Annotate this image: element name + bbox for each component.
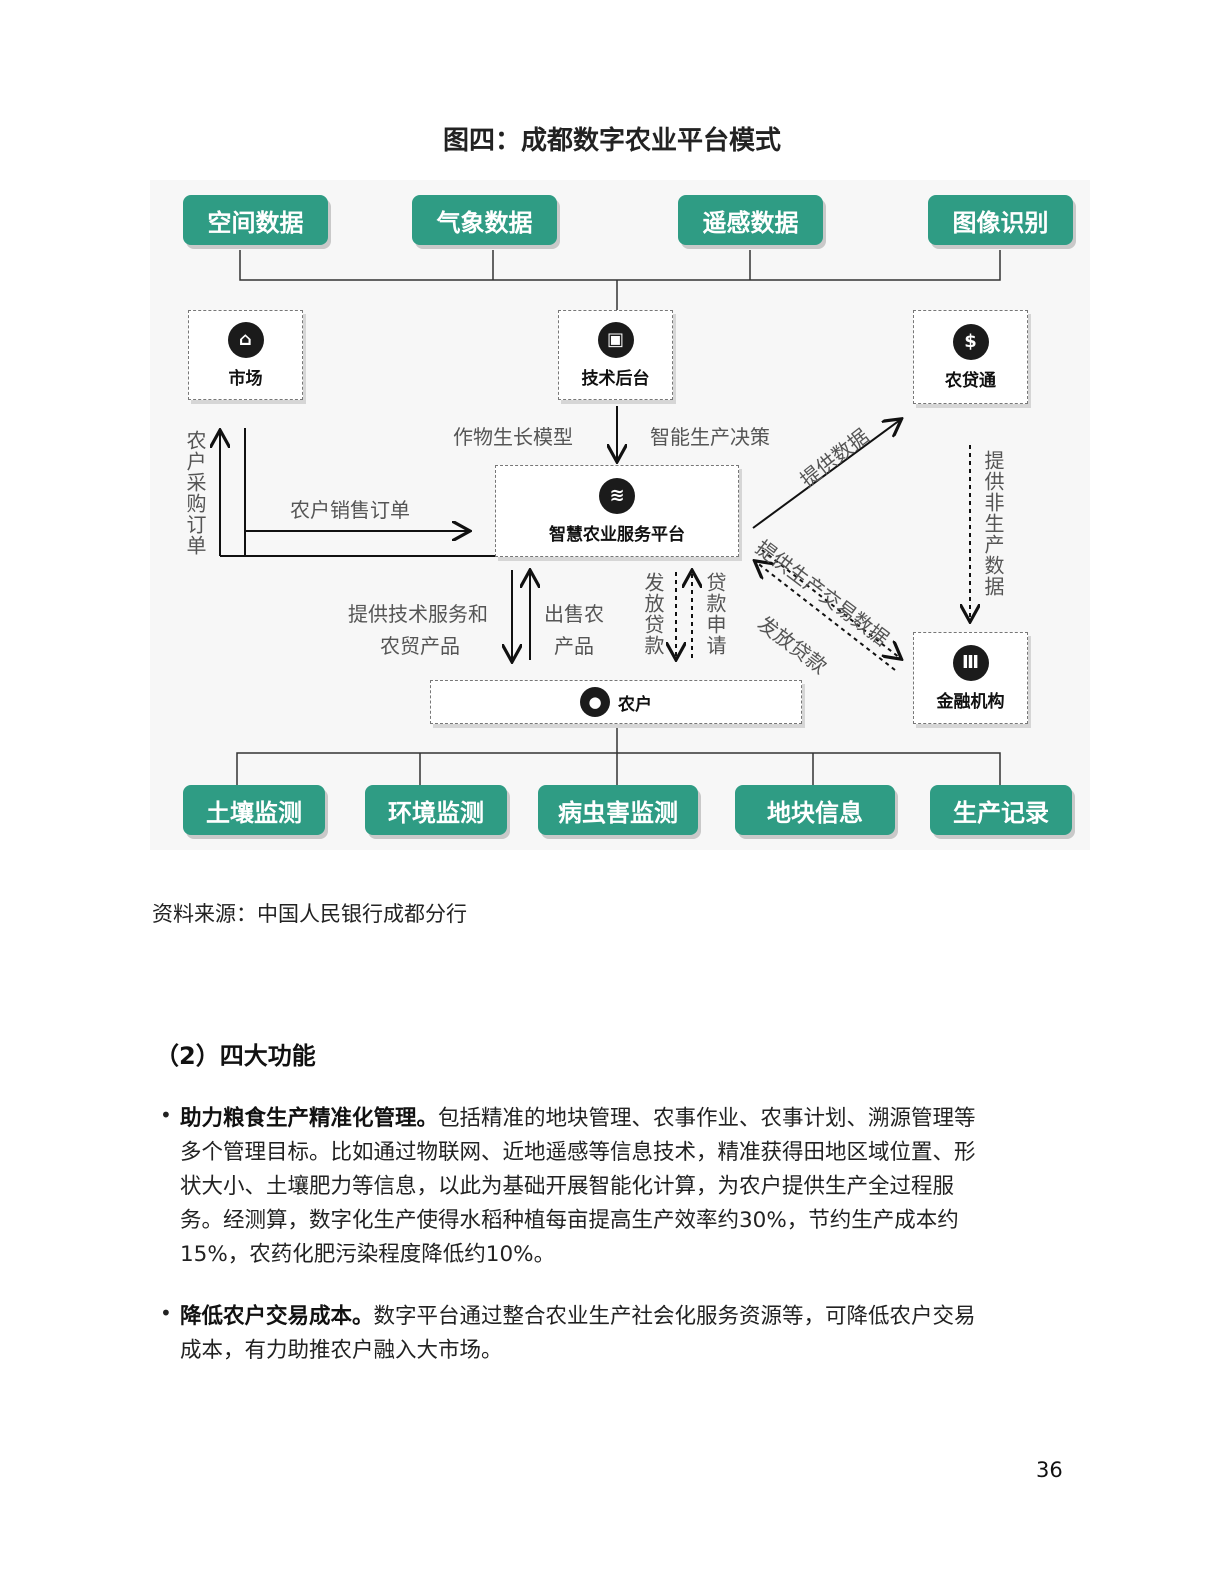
bullet-bold: 降低农户交易成本。 <box>180 1304 374 1329</box>
node-finance: Ⅲ 金融机构 <box>913 632 1028 724</box>
node-loan-pass-label: 农贷通 <box>945 370 996 391</box>
bullet-line: 降低农户交易成本。数字平台通过整合农业生产社会化服务资源等，可降低农户交易 <box>180 1300 1075 1334</box>
label-loan-apply-vertical: 贷款申请 <box>703 572 727 656</box>
label-sell-products-1: 出售农 <box>544 602 604 626</box>
bullet-line: 状大小、土壤肥力等信息，以此为基础开展智能化计算，为农户提供生产全过程服 <box>180 1174 955 1199</box>
bullet-text: 数字平台通过整合农业生产社会化服务资源等，可降低农户交易 <box>373 1304 976 1329</box>
bullet-line: 多个管理目标。比如通过物联网、近地遥感等信息技术，精准获得田地区域位置、形 <box>180 1140 976 1165</box>
page-number: 36 <box>1036 1458 1063 1482</box>
layers-icon: ≋ <box>599 477 635 514</box>
bullet-reduce-cost: 降低农户交易成本。数字平台通过整合农业生产社会化服务资源等，可降低农户交易 成本… <box>180 1300 1075 1368</box>
label-crop-model: 作物生长模型 <box>453 425 573 449</box>
node-platform: ≋ 智慧农业服务平台 <box>495 465 739 557</box>
bullet-line: 务。经测算，数字化生产使得水稻种植每亩提高生产效率约30%，节约生产成本约 <box>180 1208 959 1233</box>
source-spatial-data: 空间数据 <box>183 195 328 245</box>
label-provide-service-2: 农贸产品 <box>380 634 460 658</box>
node-finance-label: 金融机构 <box>936 691 1005 712</box>
dollar-icon: $ <box>952 323 989 360</box>
label-provide-nonprod-data: 提供非生产数据 <box>981 450 1005 597</box>
store-icon: ⌂ <box>227 321 264 358</box>
node-farmer: ● 农户 <box>430 680 802 724</box>
bullet-line: 成本，有力助推农户融入大市场。 <box>180 1338 503 1363</box>
feature-soil-monitoring: 土壤监测 <box>183 785 325 835</box>
bullet-marker: • <box>160 1103 172 1127</box>
bank-icon: Ⅲ <box>952 644 989 681</box>
bullet-line: 助力粮食生产精准化管理。包括精准的地块管理、农事作业、农事计划、溯源管理等 <box>180 1102 1075 1136</box>
label-purchase-order: 农户采购订单 <box>183 430 207 556</box>
bullet-bold: 助力粮食生产精准化管理。 <box>180 1106 439 1131</box>
diagram-connectors <box>150 250 1001 785</box>
figure-title: 图四：成都数字农业平台模式 <box>442 126 781 156</box>
node-loan-pass: $ 农贷通 <box>913 310 1028 404</box>
bullet-text: 包括精准的地块管理、农事作业、农事计划、溯源管理等 <box>438 1106 976 1131</box>
platform-diagram: 空间数据 气象数据 遥感数据 图像识别 ⌂ 市场 ▣ 技术后台 $ 农贷通 ≋ … <box>150 180 1090 850</box>
farmer-icon: ● <box>580 687 610 717</box>
label-sell-products-2: 产品 <box>554 634 594 658</box>
node-tech-backend: ▣ 技术后台 <box>558 310 673 400</box>
label-smart-decision: 智能生产决策 <box>650 425 770 449</box>
label-sales-order: 农户销售订单 <box>290 498 410 522</box>
node-platform-label: 智慧农业服务平台 <box>549 524 685 545</box>
source-note: 资料来源：中国人民银行成都分行 <box>152 902 467 926</box>
source-remote-sensing: 遥感数据 <box>678 195 823 245</box>
bullet-line: 15%，农药化肥污染程度降低约10%。 <box>180 1242 556 1267</box>
monitor-icon: ▣ <box>597 321 634 358</box>
source-image-recognition: 图像识别 <box>928 195 1073 245</box>
node-market-label: 市场 <box>228 368 263 389</box>
feature-production-record: 生产记录 <box>930 785 1072 835</box>
node-tech-backend-label: 技术后台 <box>581 368 650 389</box>
node-market: ⌂ 市场 <box>188 310 303 400</box>
section-title: （2）四大功能 <box>155 1042 316 1070</box>
source-weather-data: 气象数据 <box>412 195 557 245</box>
bullet-marker: • <box>160 1301 172 1325</box>
label-provide-service-1: 提供技术服务和 <box>348 602 488 626</box>
feature-plot-info: 地块信息 <box>735 785 895 835</box>
label-issue-loan-vertical: 发放贷款 <box>641 572 665 656</box>
feature-pest-monitoring: 病虫害监测 <box>538 785 698 835</box>
bullet-precision-management: 助力粮食生产精准化管理。包括精准的地块管理、农事作业、农事计划、溯源管理等 多个… <box>180 1102 1075 1272</box>
feature-environment-monitoring: 环境监测 <box>365 785 507 835</box>
node-farmer-label: 农户 <box>618 694 652 715</box>
